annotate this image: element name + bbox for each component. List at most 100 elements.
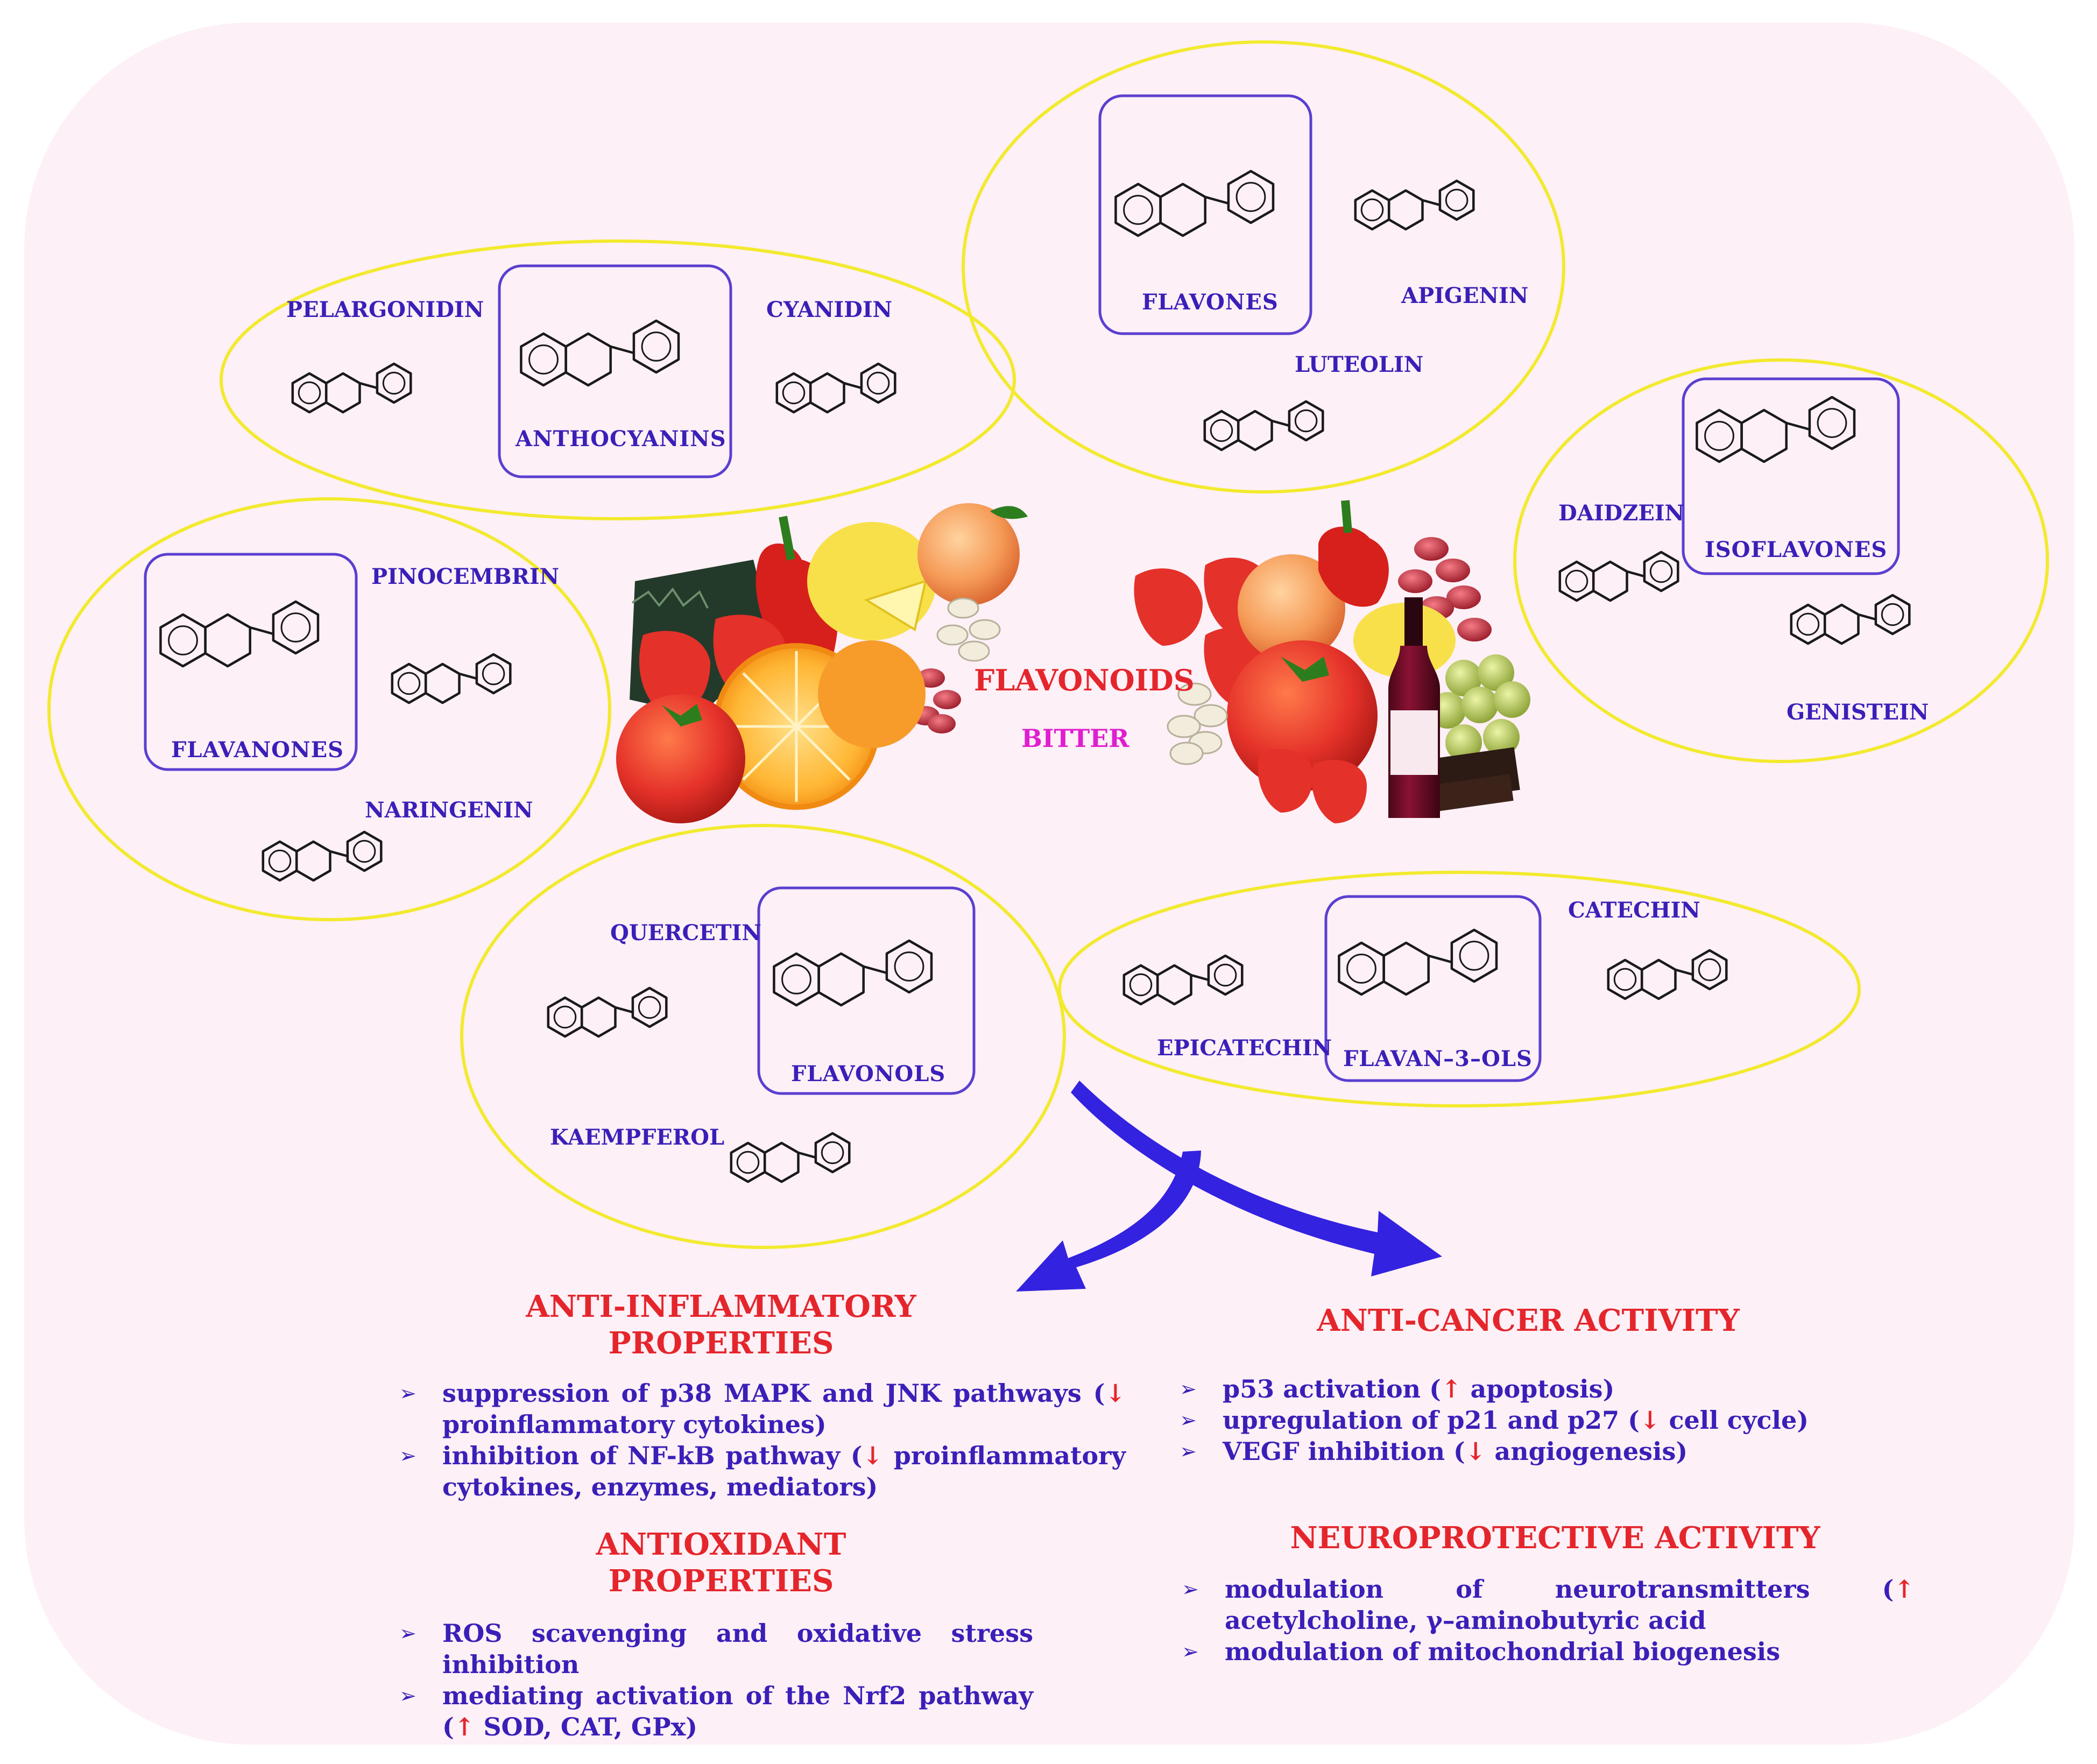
aromatic-ring-marker bbox=[736, 1151, 760, 1174]
chemical-bond bbox=[359, 382, 378, 390]
compound-quercetin: QUERCETIN bbox=[610, 920, 761, 945]
chemical-bond bbox=[329, 850, 348, 858]
chemical-ring-b bbox=[1227, 170, 1275, 224]
chemical-bond bbox=[1858, 613, 1876, 621]
aromatic-ring-marker bbox=[1123, 195, 1153, 225]
bullet-text-tail: acetylcholine, γ–aminobutyric acid bbox=[1225, 1606, 1706, 1635]
bullet-arrow-icon: ➢ bbox=[399, 1381, 416, 1405]
chemical-ring-b bbox=[475, 653, 512, 695]
chocolate-illustration bbox=[1419, 747, 1520, 814]
chemical-ring-c bbox=[1640, 958, 1677, 1000]
fruit-vegetable-cluster-illustration-right bbox=[1134, 500, 1530, 823]
chemical-ring-b bbox=[1450, 928, 1498, 983]
anti-cancer-heading: ANTI-CANCER ACTIVITY bbox=[1317, 1303, 1740, 1338]
activity-arrows bbox=[1016, 1081, 1442, 1292]
compound-epicatechin: EPICATECHIN bbox=[1157, 1035, 1332, 1061]
chemical-ring-b bbox=[814, 1132, 851, 1174]
bullet-text-tail: angiogenesis) bbox=[1486, 1437, 1688, 1466]
change-arrow: ↑ bbox=[1894, 1575, 1915, 1604]
chemical-ring-c bbox=[1592, 560, 1628, 602]
bullet-text-tail: proinflammatory cytokines) bbox=[442, 1410, 827, 1439]
chemical-ring-b bbox=[346, 830, 383, 872]
aromatic-ring-marker bbox=[782, 381, 806, 405]
change-arrow: ↑ bbox=[1441, 1374, 1462, 1403]
aromatic-ring-marker bbox=[280, 612, 311, 643]
bullet-text: VEGF inhibition ( bbox=[1223, 1437, 1465, 1466]
aromatic-ring-marker bbox=[1796, 612, 1820, 636]
chemical-ring-b bbox=[1808, 396, 1856, 450]
chemical-bond bbox=[1786, 421, 1810, 431]
chemical-ring-c bbox=[580, 996, 617, 1038]
chemical-ring-c bbox=[204, 613, 251, 668]
background-panel bbox=[24, 23, 2074, 1745]
chemical-bond bbox=[797, 1151, 816, 1159]
bullet-text: inhibition of NF-kB pathway ( bbox=[442, 1441, 863, 1470]
aromatic-ring-marker bbox=[866, 371, 890, 395]
antioxidant-heading-line2: PROPERTIES bbox=[608, 1563, 834, 1599]
chemical-ring-b bbox=[1691, 949, 1728, 991]
center-title: FLAVONOIDS bbox=[974, 663, 1195, 697]
anti-cancer-list: ➢p53 activation (↑ apoptosis)➢upregulati… bbox=[1180, 1373, 1879, 1467]
bullet-arrow-icon: ➢ bbox=[1180, 1377, 1197, 1401]
compound-cyanidin: CYANIDIN bbox=[766, 297, 893, 322]
bullet-arrow-icon: ➢ bbox=[1180, 1408, 1197, 1432]
bullet-text: mediating activation of the Nrf2 pathway… bbox=[442, 1681, 1033, 1741]
bullet-arrow-icon: ➢ bbox=[1180, 1440, 1197, 1463]
bullet-arrow-icon: ➢ bbox=[399, 1684, 416, 1707]
chemical-ring-b bbox=[1207, 954, 1244, 996]
aromatic-ring-marker bbox=[1129, 973, 1153, 997]
bullet-item: ➢ ROS scavenging and oxidative stress inh… bbox=[399, 1618, 1033, 1680]
chemical-ring-c bbox=[817, 952, 865, 1007]
aromatic-ring-marker bbox=[1704, 421, 1734, 451]
anthocyanins-ellipse bbox=[220, 239, 1016, 520]
anti-inflammatory-heading: ANTI-INFLAMMATORY PROPERTIES bbox=[506, 1288, 936, 1361]
chemical-bond bbox=[843, 382, 862, 390]
chemical-bond bbox=[250, 626, 274, 636]
flavones-class-box bbox=[1098, 94, 1312, 335]
aromatic-ring-marker bbox=[894, 951, 924, 982]
chemical-ring-b bbox=[632, 319, 680, 374]
chemical-ring-c bbox=[1823, 603, 1860, 645]
bullet-arrow-icon: ➢ bbox=[399, 1621, 416, 1645]
chemical-ring-c bbox=[324, 372, 361, 414]
aromatic-ring-marker bbox=[1445, 188, 1468, 212]
chemical-bond bbox=[1428, 954, 1452, 964]
isoflavones-ellipse bbox=[1513, 358, 2049, 763]
chemical-bond bbox=[610, 345, 634, 355]
compound-catechin: CATECHIN bbox=[1568, 898, 1700, 923]
aromatic-ring-marker bbox=[1881, 603, 1904, 626]
bullet-arrow-icon: ➢ bbox=[1182, 1640, 1199, 1663]
chemical-ring-c bbox=[1237, 410, 1273, 451]
aromatic-ring-marker bbox=[1817, 408, 1847, 438]
chemical-ring-b bbox=[885, 939, 933, 994]
change-arrow: ↓ bbox=[1105, 1379, 1126, 1408]
bullet-text: ROS scavenging and oxidative stress inhi… bbox=[442, 1619, 1033, 1679]
neuroprotective-heading: NEUROPROTECTIVE ACTIVITY bbox=[1290, 1520, 1820, 1556]
chemical-ring-b bbox=[860, 362, 896, 404]
chemical-ring-b bbox=[1288, 400, 1324, 442]
class-flavones: FLAVONES bbox=[1142, 290, 1279, 315]
aromatic-ring-marker bbox=[352, 839, 376, 863]
compound-naringenin: NARINGENIN bbox=[365, 798, 533, 823]
chemical-ring-c bbox=[1387, 189, 1424, 231]
arrow-to-anti-inflammatory bbox=[1016, 1151, 1201, 1292]
aromatic-ring-marker bbox=[482, 662, 505, 686]
aromatic-ring-marker bbox=[298, 381, 321, 405]
antioxidant-heading: ANTIOXIDANT PROPERTIES bbox=[506, 1526, 936, 1599]
bullet-item: ➢modulation of neurotransmitters (↑ acet… bbox=[1182, 1574, 1915, 1636]
chemical-ring-c bbox=[809, 372, 845, 414]
class-flavan-3-ols: FLAVAN–3–OLS bbox=[1343, 1046, 1533, 1071]
aromatic-ring-marker bbox=[641, 331, 672, 362]
bullet-item: ➢inhibition of NF-kB pathway (↓ proinfla… bbox=[399, 1440, 1126, 1502]
class-anthocyanins: ANTHOCYANINS bbox=[516, 426, 726, 451]
aromatic-ring-marker bbox=[528, 344, 559, 375]
chemical-ring-b bbox=[1874, 594, 1911, 636]
anti-inflammatory-heading-line2: PROPERTIES bbox=[608, 1325, 834, 1361]
isoflavones-class-box bbox=[1682, 377, 1900, 575]
aromatic-ring-marker bbox=[168, 625, 198, 655]
chemical-bond bbox=[1205, 195, 1229, 205]
bullet-arrow-icon: ➢ bbox=[1182, 1577, 1199, 1601]
bullet-text: p53 activation ( bbox=[1223, 1374, 1441, 1403]
aromatic-ring-marker bbox=[1294, 409, 1318, 433]
